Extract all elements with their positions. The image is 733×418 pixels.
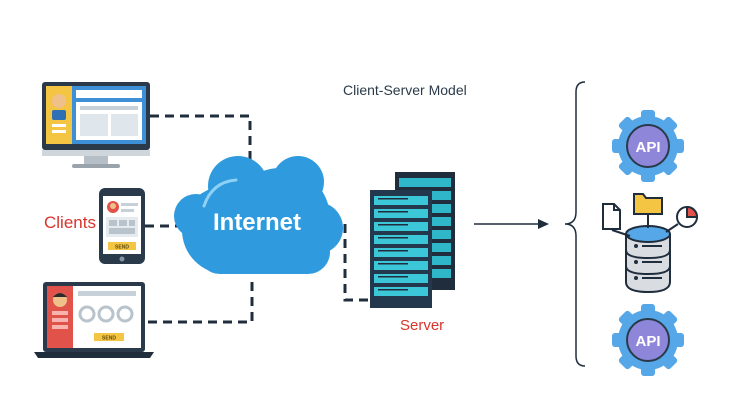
- laptop-send-label: SEND: [102, 336, 116, 342]
- clients-label: Clients: [44, 213, 96, 232]
- folder-icon: [633, 193, 663, 215]
- phone-send-button: [108, 242, 136, 250]
- phone-send-label: SEND: [115, 245, 129, 251]
- diagram-title: Client-Server Model: [343, 82, 467, 98]
- desktop-monitor-icon: [42, 82, 150, 168]
- api-gear-icon: API: [612, 304, 684, 376]
- bracket: [564, 81, 586, 367]
- server-label: Server: [400, 317, 444, 334]
- api-bottom-label: API: [635, 333, 660, 350]
- laptop-connection: [148, 278, 254, 324]
- document-icon: [602, 203, 621, 230]
- laptop-send-button: [94, 333, 124, 341]
- laptop-icon: SEND: [34, 282, 154, 358]
- arrow-right-icon: [474, 219, 549, 229]
- api-top-label: API: [635, 139, 660, 156]
- internet-label: Internet: [213, 209, 301, 236]
- smartphone-icon: SEND: [99, 188, 145, 264]
- database-icon: [611, 214, 679, 294]
- api-gear-icon: API: [612, 110, 684, 182]
- pie-chart-icon: [676, 205, 699, 228]
- server-rack-icon: [370, 172, 455, 308]
- cloud-icon: [174, 156, 343, 274]
- desktop-connection: [150, 114, 252, 170]
